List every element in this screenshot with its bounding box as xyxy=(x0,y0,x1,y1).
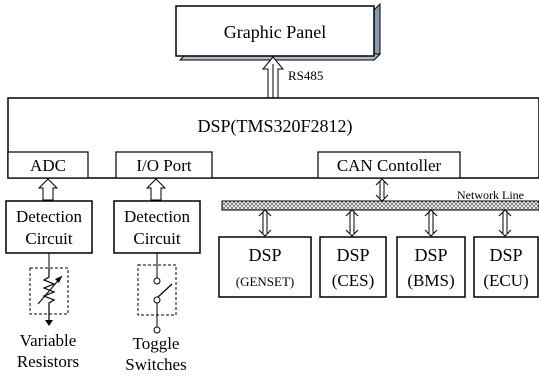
slave-dsp-ecu: DSP (ECU) xyxy=(473,236,539,298)
toggle-switches-line2: Switches xyxy=(125,355,186,374)
vr-ground-icon xyxy=(45,320,53,326)
toggle-switch-symbol xyxy=(137,253,177,334)
port-io: I/O Port xyxy=(115,151,213,179)
port-can: CAN Contoller xyxy=(317,151,461,179)
rs485-label: RS485 xyxy=(288,68,323,83)
dsp-main-label: DSP(TMS320F2812) xyxy=(197,116,352,137)
detection-circuit-1: Detection Circuit xyxy=(5,200,93,254)
graphic-panel-label: Graphic Panel xyxy=(224,22,326,42)
detection-circuit-2-line1: Detection xyxy=(124,207,191,226)
slave-dsp-ecu-sub: (ECU) xyxy=(483,271,528,290)
port-adc: ADC xyxy=(7,151,89,179)
slave-dsp-ces: DSP (CES) xyxy=(319,236,387,298)
port-adc-label: ADC xyxy=(30,156,66,175)
can-link-head-up xyxy=(375,178,389,186)
graphic-panel-side xyxy=(373,2,381,62)
detection-circuit-1-line1: Detection xyxy=(16,207,83,226)
port-can-box xyxy=(317,151,461,179)
network-line-label: Network Line xyxy=(457,188,524,202)
slave-dsp-ces-box xyxy=(319,236,387,298)
slave-dsp-bms-box xyxy=(396,236,466,298)
network-line: Network Line xyxy=(221,188,539,211)
slave-link-genset xyxy=(258,209,272,237)
slave-link-bms xyxy=(424,209,438,237)
slave-dsp-genset-box xyxy=(218,236,312,298)
slave-dsp-ces-title: DSP xyxy=(336,245,369,265)
rs485-link: RS485 xyxy=(261,56,323,99)
can-link-head-down xyxy=(375,194,389,202)
network-bus xyxy=(221,200,539,211)
switch-lever-icon xyxy=(157,283,173,298)
variable-resistor-symbol xyxy=(29,253,69,326)
slave-dsp-ecu-box xyxy=(473,236,539,298)
switch-contact-bottom-icon xyxy=(153,296,161,304)
detection-circuit-2: Detection Circuit xyxy=(113,200,201,254)
toggle-switches-line1: Toggle xyxy=(133,334,180,353)
graphic-panel-face xyxy=(175,5,375,57)
slave-links xyxy=(258,209,512,237)
detection-circuit-2-box xyxy=(113,200,201,254)
slave-dsp-ces-sub: (CES) xyxy=(332,271,375,290)
switch-contact-top-icon xyxy=(153,277,161,285)
resistor-zigzag-icon xyxy=(42,268,56,322)
slave-link-ecu xyxy=(498,209,512,237)
port-can-label: CAN Contoller xyxy=(337,156,442,175)
slave-dsp-bms: DSP (BMS) xyxy=(396,236,466,298)
variable-resistors-line2: Resistors xyxy=(17,352,79,371)
variable-resistors-line1: Variable xyxy=(20,331,77,350)
adc-up-arrow xyxy=(37,178,59,201)
can-network-link xyxy=(375,178,389,202)
ts-terminal-icon xyxy=(153,326,161,334)
slave-dsp-bms-sub: (BMS) xyxy=(407,271,454,290)
slave-dsp-genset: DSP (GENSET) xyxy=(218,236,312,298)
port-io-box xyxy=(115,151,213,179)
graphic-panel: Graphic Panel xyxy=(175,2,382,62)
detection-circuit-2-line2: Circuit xyxy=(133,229,180,248)
detection-circuit-1-line2: Circuit xyxy=(25,229,72,248)
port-adc-box xyxy=(7,151,89,179)
detection-circuit-1-box xyxy=(5,200,93,254)
slave-dsp-genset-sub: (GENSET) xyxy=(236,274,295,289)
slave-dsp-bms-title: DSP xyxy=(414,245,447,265)
io-up-arrow xyxy=(145,178,167,201)
slave-dsp-ecu-title: DSP xyxy=(489,245,522,265)
vr-arrow-head xyxy=(55,276,62,283)
slave-dsp-genset-title: DSP xyxy=(248,245,281,265)
port-io-label: I/O Port xyxy=(136,156,192,175)
slave-link-ces xyxy=(345,209,359,237)
